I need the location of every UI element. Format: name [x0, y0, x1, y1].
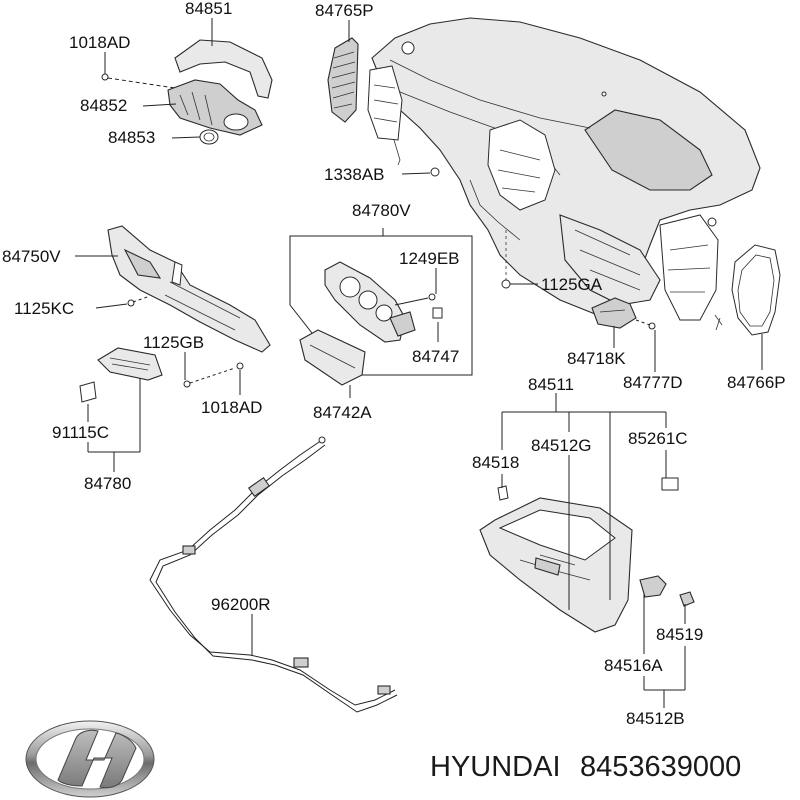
label-84750v: 84750V: [2, 247, 61, 266]
lower-crash-pad-drawing: [107, 225, 271, 353]
heater-control-box: [289, 228, 473, 376]
label-84516a: 84516A: [604, 656, 663, 675]
label-84852: 84852: [80, 96, 127, 115]
part-labels: 84851 1018AD 84852 84853 84765P 1338AB 8…: [2, 0, 786, 728]
footer-brand: HYUNDAI: [430, 751, 561, 783]
label-84853: 84853: [108, 128, 155, 147]
label-1018ad-bottom: 1018AD: [201, 398, 262, 417]
label-84747: 84747: [412, 347, 459, 366]
column-cover-drawing: [101, 39, 273, 145]
label-84766p: 84766P: [727, 373, 786, 392]
label-84511: 84511: [528, 375, 574, 394]
leader-lines: [75, 18, 763, 708]
switch-bezel-drawing: [79, 347, 244, 403]
label-91115c: 91115C: [52, 423, 109, 442]
bracket-drawing: [591, 297, 637, 329]
label-84777d: 84777D: [623, 373, 683, 392]
label-84512g: 84512G: [531, 436, 592, 455]
glove-box-drawing: [479, 477, 695, 633]
label-1249eb: 1249EB: [399, 249, 460, 268]
storage-tray-drawing: [299, 329, 366, 386]
label-1338ab: 1338AB: [324, 165, 385, 184]
label-84851: 84851: [185, 0, 232, 18]
side-cover-drawing: [731, 244, 781, 336]
label-85261c: 85261C: [628, 429, 688, 448]
label-84780: 84780: [84, 474, 131, 493]
label-84519: 84519: [656, 625, 703, 644]
label-1125ga: 1125GA: [541, 275, 603, 294]
label-1125kc: 1125KC: [14, 299, 74, 318]
label-1018ad-top: 1018AD: [69, 33, 130, 52]
label-84512b: 84512B: [626, 709, 685, 728]
label-84718k: 84718K: [567, 349, 626, 368]
label-1125gb: 1125GB: [143, 333, 204, 352]
label-84765p: 84765P: [315, 1, 374, 20]
label-84780v: 84780V: [352, 201, 411, 220]
fastener-glyphs: [430, 167, 656, 330]
label-84742a: 84742A: [313, 403, 372, 422]
label-96200r: 96200R: [211, 595, 271, 614]
hyundai-logo-icon: [25, 720, 155, 798]
label-84518: 84518: [472, 453, 519, 472]
dashboard-panel-drawing: [367, 17, 761, 331]
wire-harness-drawing: [149, 436, 398, 713]
side-vent-drawing: [327, 37, 359, 123]
footer-part-number: 8453639000: [580, 751, 741, 783]
